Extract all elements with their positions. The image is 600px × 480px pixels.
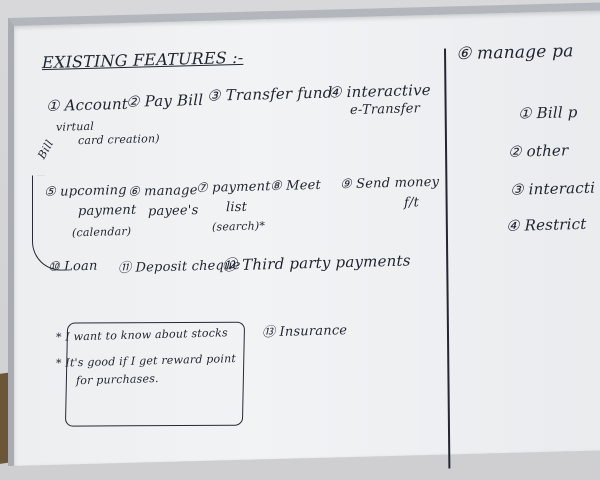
account-card-creation-note: card creation): [78, 132, 160, 148]
feature-payees: payee's: [148, 203, 199, 220]
board-divider-line: [444, 48, 451, 469]
feature-send-money: ⑨ Send money: [340, 174, 440, 193]
feature-search-note: (search)*: [212, 219, 266, 234]
feature-upcoming: ⑤ upcoming: [44, 182, 127, 201]
feature-e-transfer: e-Transfer: [350, 101, 421, 119]
note-purchases: for purchases.: [76, 372, 159, 388]
feature-list-label: list: [226, 199, 248, 216]
feature-pay-bill: ② Pay Bill: [126, 90, 204, 111]
right-item-bill: ① Bill p: [518, 103, 578, 123]
manage-pa-title: ⑥ manage pa: [456, 41, 574, 65]
existing-features-title: EXISTING FEATURES :-: [42, 47, 244, 73]
feature-insurance: ⑬ Insurance: [262, 323, 348, 341]
right-item-restrict: ④ Restrict: [506, 214, 587, 235]
feature-third-party-payments: ⑫ Third party payments: [222, 251, 411, 275]
feature-calendar: (calendar): [72, 224, 132, 240]
feature-interactive: ④ interactive: [328, 80, 431, 102]
feature-send-money-ft: f/t: [404, 195, 420, 211]
feature-payment: payment: [78, 202, 137, 220]
feature-loan: ⑩ Loan: [48, 258, 98, 275]
whiteboard: EXISTING FEATURES :- ① Account ② Pay Bil…: [8, 2, 600, 469]
feature-meet: ⑧ Meet: [270, 177, 321, 195]
right-item-interactive: ③ interacti: [510, 178, 596, 199]
bill-side-note: Bill: [35, 137, 57, 162]
feature-account: ① Account: [46, 94, 129, 116]
feature-transfer-fund: ③ Transfer fund: [207, 83, 333, 105]
feature-manage: ⑥ manage: [128, 183, 198, 200]
account-virtual-note: virtual: [56, 119, 94, 134]
feature-payment-list: ⑦ payment: [196, 179, 271, 197]
right-item-other: ② other: [508, 141, 569, 161]
